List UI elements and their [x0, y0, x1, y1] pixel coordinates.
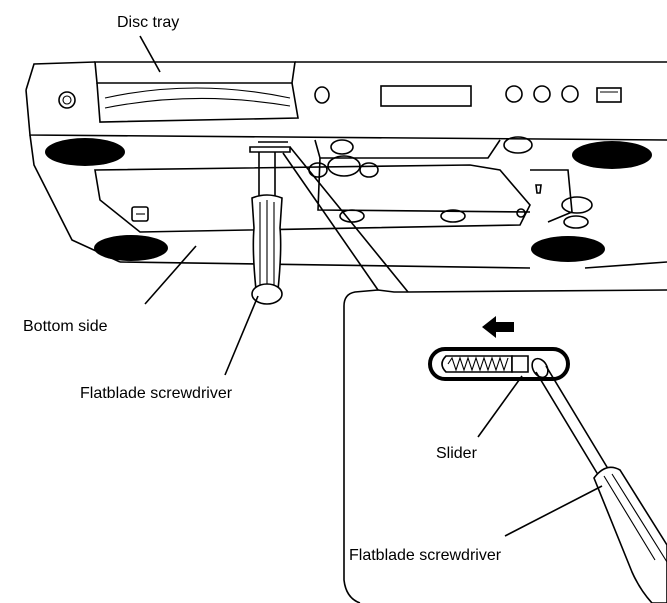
- leader-screwdriver-main: [224, 295, 259, 376]
- bottom-hole: [330, 139, 354, 155]
- foot-front-left: [45, 138, 125, 166]
- zoom-lines: [282, 146, 409, 293]
- bottom-hole: [327, 155, 361, 177]
- screwdriver-handle-end: [251, 283, 283, 305]
- bottom-hole: [561, 196, 593, 214]
- disc-tray-top: [94, 61, 296, 84]
- body-bottom-edge: [119, 261, 531, 269]
- front-button-1: [505, 85, 523, 103]
- bottom-slot: [535, 184, 542, 194]
- disc-curve-2: [104, 97, 291, 109]
- leader-bottom-side: [144, 245, 197, 305]
- bottom-hole: [503, 136, 533, 154]
- label-disc-tray: Disc tray: [117, 14, 179, 31]
- screwdriver-shaft: [258, 152, 276, 198]
- front-panel-bottom-edge: [25, 89, 667, 141]
- release-slot: [249, 146, 291, 153]
- bottom-clip: [131, 206, 149, 222]
- screwdriver-detail-shaft: [535, 365, 611, 479]
- label-bottom-side: Bottom side: [23, 318, 108, 335]
- slider-hatching: [447, 356, 509, 372]
- disc-tray-opening: [96, 82, 299, 123]
- detail-box: [343, 289, 667, 603]
- screwdriver-main: [251, 152, 283, 305]
- bottom-plate-recess-right: [530, 169, 573, 223]
- front-button-2: [533, 85, 551, 103]
- foot-front-right: [572, 141, 652, 169]
- body-bottom-edge-right: [584, 261, 667, 269]
- disc-curve: [104, 87, 291, 99]
- label-screwdriver-detail: Flatblade screwdriver: [349, 547, 502, 564]
- label-screwdriver-main: Flatblade screwdriver: [80, 385, 233, 402]
- foot-rear-left: [94, 235, 168, 261]
- foot-rear-right: [531, 236, 605, 262]
- front-panel-top-edge: [25, 61, 667, 91]
- screwdriver-grip-lines: [259, 200, 275, 288]
- arrow-left-icon: [482, 316, 514, 338]
- bottom-hole: [440, 209, 466, 223]
- label-slider: Slider: [436, 445, 478, 462]
- bottom-hole: [516, 208, 526, 218]
- front-jack: [596, 87, 622, 103]
- screwdriver-detail-handle: [593, 466, 667, 603]
- screwdriver-detail-grip-lines: [603, 473, 667, 563]
- player-body: [25, 61, 667, 269]
- screwdriver-detail: [531, 357, 667, 603]
- slider-tab: [511, 355, 529, 373]
- front-button-3: [561, 85, 579, 103]
- leader-slider: [477, 375, 523, 438]
- leader-screwdriver-detail: [504, 485, 603, 537]
- power-knob: [58, 91, 76, 109]
- front-knob: [314, 86, 330, 104]
- bottom-hole: [359, 162, 379, 178]
- bottom-hole: [563, 215, 589, 229]
- power-knob-inner: [62, 95, 72, 105]
- bottom-plate-recess-top: [314, 139, 501, 159]
- display-window: [380, 85, 472, 107]
- leader-disc-tray: [139, 35, 161, 73]
